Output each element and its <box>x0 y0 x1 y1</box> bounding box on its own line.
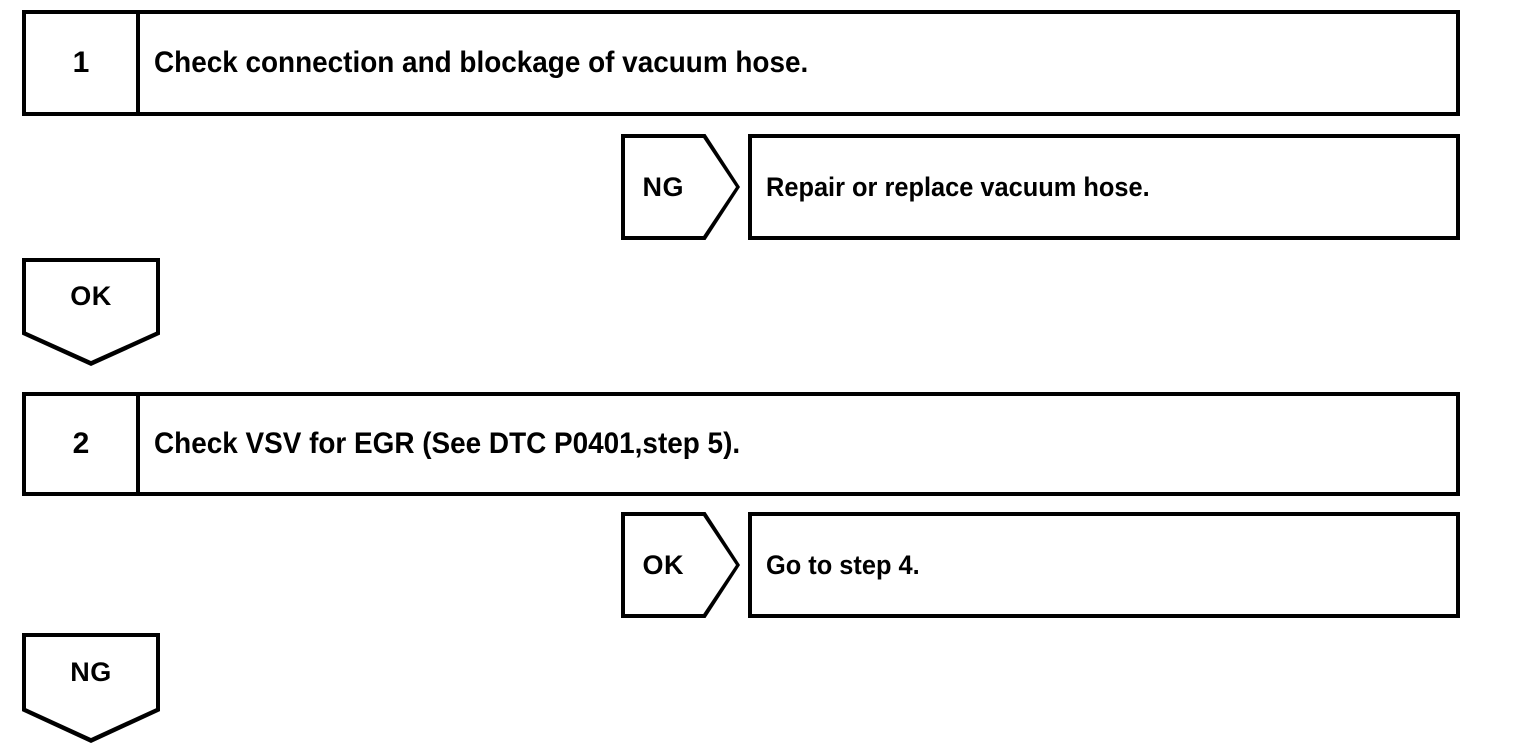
step-instruction-cell-1: Check connection and blockage of vacuum … <box>140 14 1456 112</box>
judgement-flag-ng-step2: NG <box>22 633 160 743</box>
judgement-arrow-ng-step1: NG <box>621 134 740 240</box>
step-number-1: 1 <box>72 46 90 79</box>
step-instruction-1: Check connection and blockage of vacuum … <box>154 46 809 79</box>
step-number-cell-2: 2 <box>26 396 140 492</box>
step-instruction-2-note: (See DTC P0401,step 5). <box>422 427 741 460</box>
step-number-2: 2 <box>72 427 90 460</box>
branch-action-box-step2: Go to step 4. <box>748 512 1460 618</box>
branch-action-text-step1: Repair or replace vacuum hose. <box>766 171 1150 202</box>
judgement-label-ok-step2: OK <box>642 549 684 580</box>
step-number-cell-1: 1 <box>26 14 140 112</box>
judgement-label-ng-step1: NG <box>642 171 684 202</box>
step-instruction-cell-2: Check VSV for EGR (See DTC P0401,step 5)… <box>140 396 1456 492</box>
branch-action-box-step1: Repair or replace vacuum hose. <box>748 134 1460 240</box>
branch-action-text-step2: Go to step 4. <box>766 549 920 580</box>
step-row-1: 1 Check connection and blockage of vacuu… <box>22 10 1460 116</box>
step-row-2: 2 Check VSV for EGR (See DTC P0401,step … <box>22 392 1460 496</box>
step-instruction-2: Check VSV for EGR (See DTC P0401,step 5)… <box>154 429 740 459</box>
judgement-label-ok-step1: OK <box>70 280 112 311</box>
judgement-label-ng-step2: NG <box>70 656 112 687</box>
judgement-flag-ok-step1: OK <box>22 258 160 366</box>
judgement-arrow-ok-step2: OK <box>621 512 740 618</box>
step-instruction-2-main: Check VSV for EGR <box>154 427 423 460</box>
